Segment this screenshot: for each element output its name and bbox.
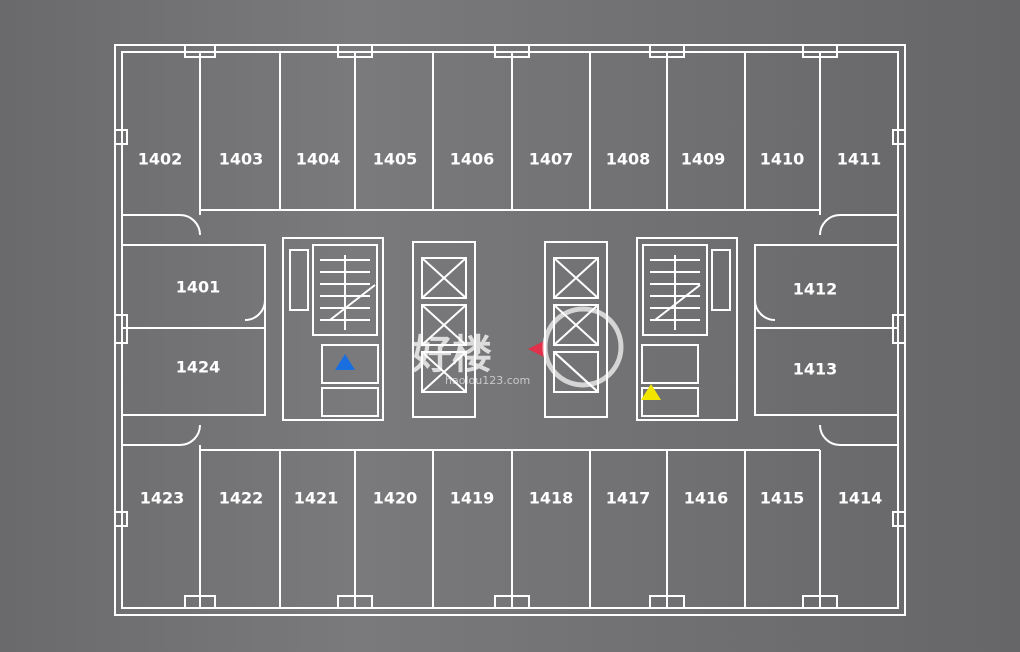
room-label-1416: 1416 xyxy=(684,489,729,508)
yellow-triangle-marker xyxy=(641,384,661,400)
red-triangle-marker xyxy=(528,341,544,357)
room-label-1409: 1409 xyxy=(681,150,726,169)
room-label-1421: 1421 xyxy=(294,489,339,508)
room-label-1414: 1414 xyxy=(838,489,883,508)
blue-triangle-marker xyxy=(335,354,355,370)
markers xyxy=(335,341,661,400)
watermark-logo: 好楼 haolou123.com xyxy=(411,306,624,388)
room-label-1403: 1403 xyxy=(219,150,264,169)
walls xyxy=(114,44,906,616)
watermark-text: 好楼 xyxy=(411,332,492,378)
room-label-1410: 1410 xyxy=(760,150,805,169)
room-label-1412: 1412 xyxy=(793,280,838,299)
room-label-1422: 1422 xyxy=(219,489,264,508)
room-label-1401: 1401 xyxy=(176,278,221,297)
room-label-1402: 1402 xyxy=(138,150,183,169)
room-label-1406: 1406 xyxy=(450,150,495,169)
room-label-1413: 1413 xyxy=(793,360,838,379)
room-labels: 1402 1403 1404 1405 1406 1407 1408 1409 1410 1411… xyxy=(138,150,883,508)
room-label-1404: 1404 xyxy=(296,150,341,169)
room-label-1417: 1417 xyxy=(606,489,651,508)
room-label-1407: 1407 xyxy=(529,150,574,169)
room-label-1415: 1415 xyxy=(760,489,805,508)
room-label-1420: 1420 xyxy=(373,489,418,508)
watermark-url: haolou123.com xyxy=(445,374,530,387)
room-label-1418: 1418 xyxy=(529,489,574,508)
room-label-1419: 1419 xyxy=(450,489,495,508)
room-label-1424: 1424 xyxy=(176,358,221,377)
room-label-1411: 1411 xyxy=(837,150,882,169)
room-label-1405: 1405 xyxy=(373,150,418,169)
room-label-1408: 1408 xyxy=(606,150,651,169)
room-label-1423: 1423 xyxy=(140,489,185,508)
